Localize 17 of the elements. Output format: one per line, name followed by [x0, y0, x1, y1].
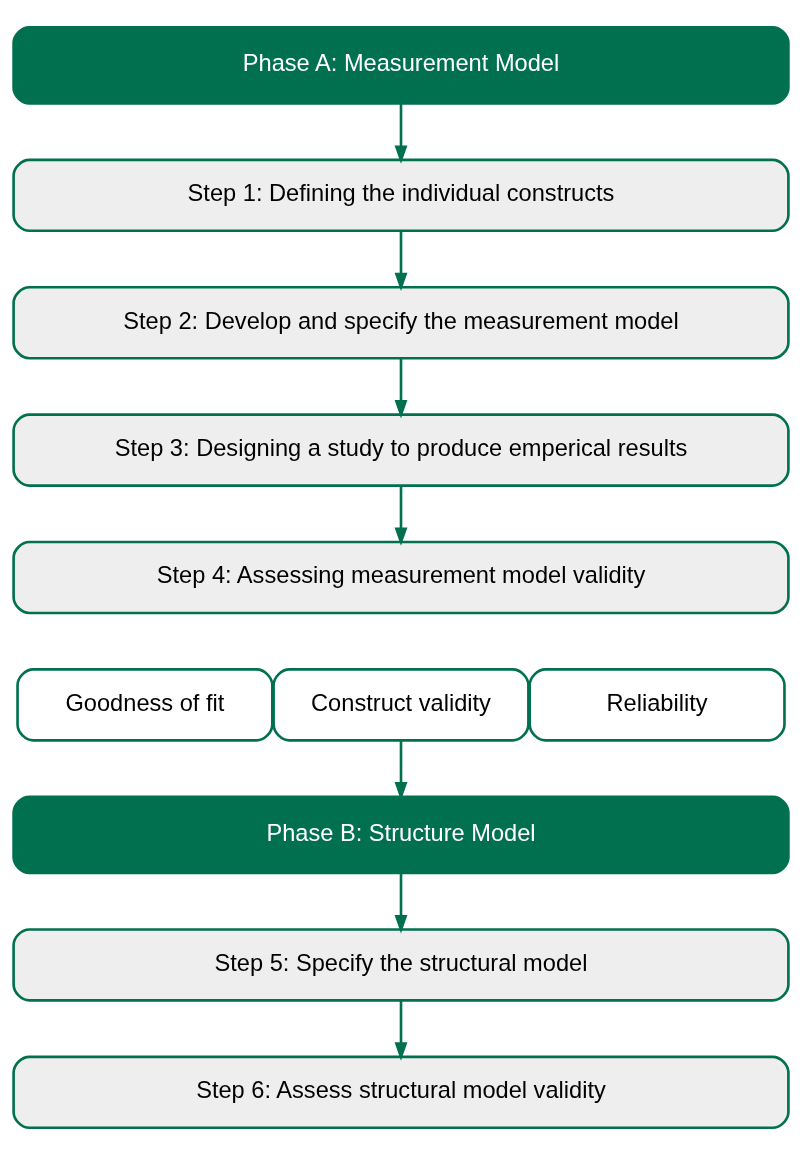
arrow — [394, 485, 408, 546]
arrow — [394, 873, 408, 934]
node-box: Step 1: Defining the individual constructs — [12, 158, 790, 233]
node-box: Goodness of fit — [16, 668, 274, 742]
node-box: Step 3: Designing a study to produce emperical results — [12, 413, 790, 487]
arrow — [394, 103, 408, 164]
arrow — [394, 231, 408, 292]
arrow — [394, 1000, 408, 1061]
node-box: Step 5: Specify the structural model — [12, 928, 790, 1002]
node-box: Step 6: Assess structural model validity — [12, 1055, 790, 1130]
node-box: Phase B: Structure Model — [12, 795, 790, 875]
node-box: Phase A: Measurement Model — [12, 25, 790, 105]
node-box: Step 2: Develop and specify the measurement model — [12, 285, 790, 360]
node-box: Reliability — [528, 668, 786, 742]
arrow — [394, 358, 408, 419]
node-box: Step 4: Assessing measurement model validity — [12, 540, 790, 615]
node-box: Construct validity — [272, 668, 530, 742]
